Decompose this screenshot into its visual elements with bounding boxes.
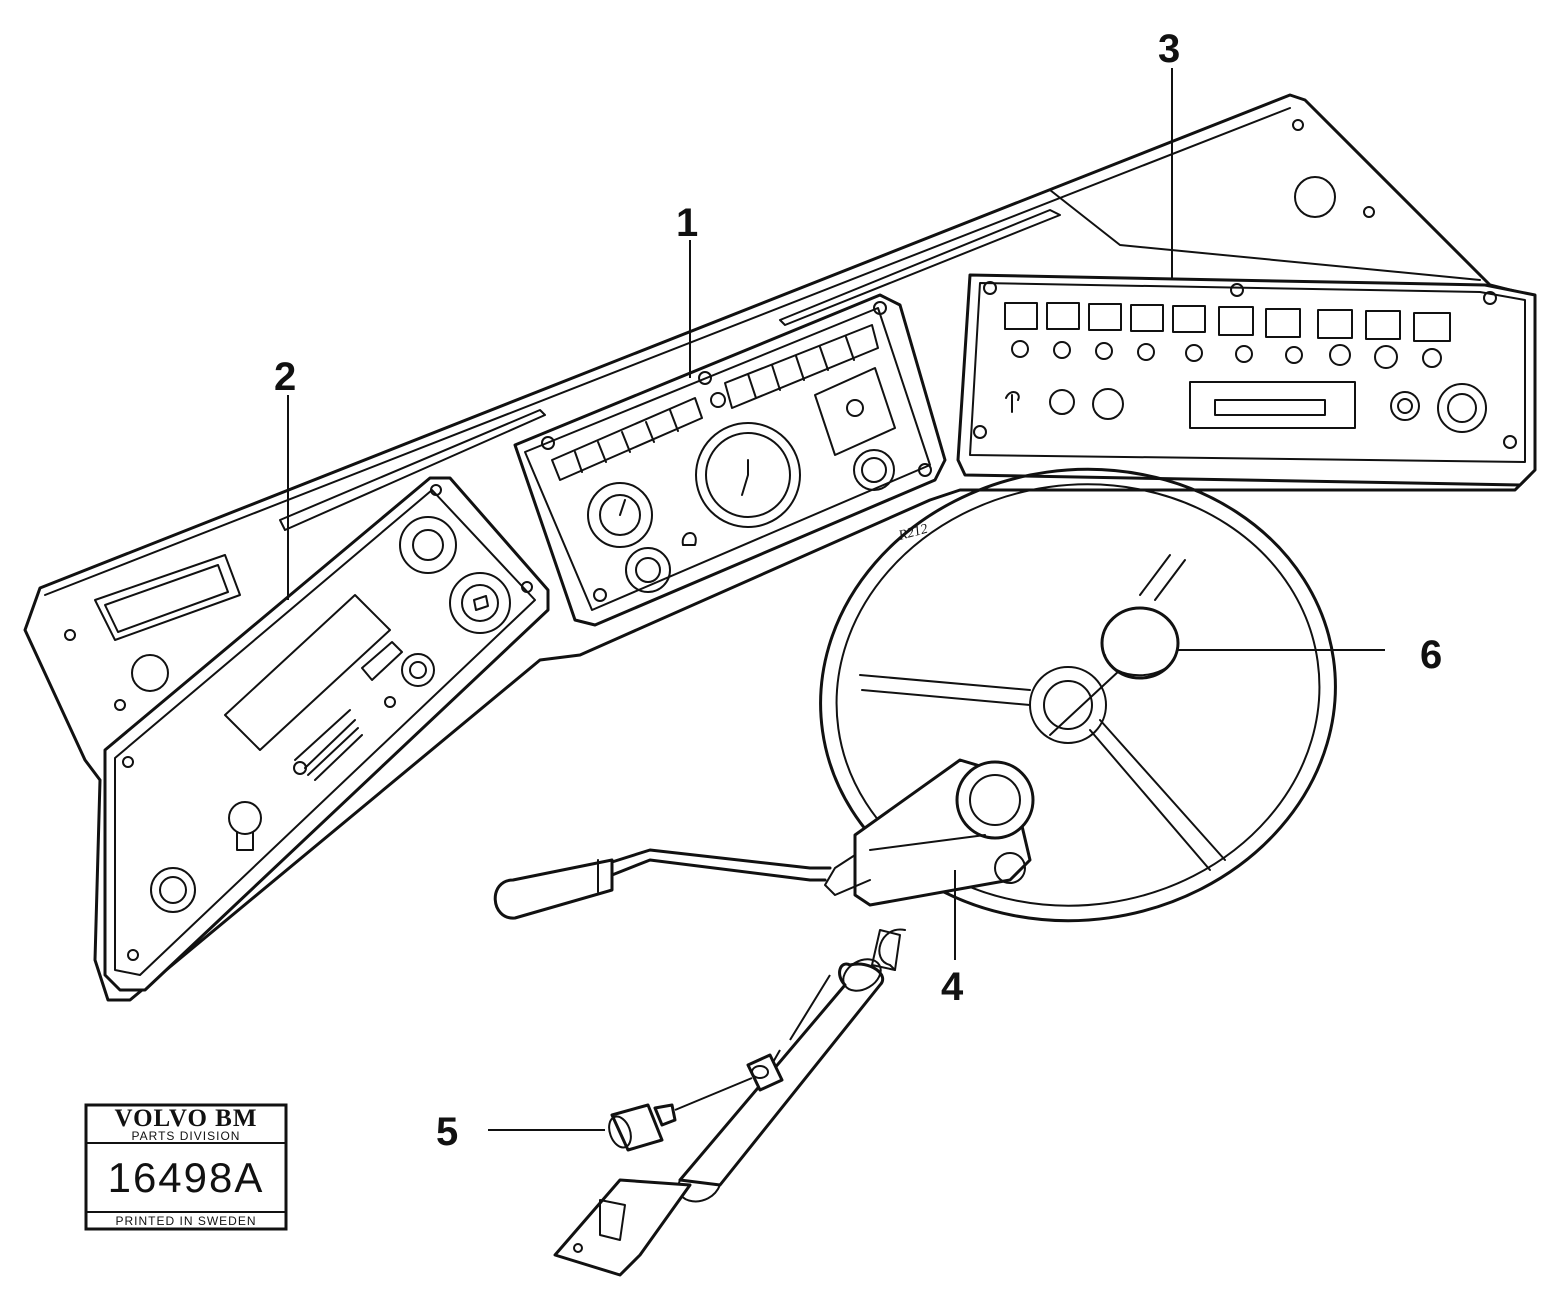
indicator-row: [1011, 340, 1442, 369]
steering-column: [553, 928, 906, 1277]
callout-6: 6: [1420, 633, 1442, 677]
steering-wheel: [819, 467, 1337, 923]
horn-button-6: [1100, 606, 1180, 680]
display-window: [224, 594, 391, 751]
radio-slot: [1189, 381, 1356, 429]
warning-light-strip-left: [551, 397, 703, 481]
engraving-text: R212: [896, 522, 929, 544]
stamp-number: 16498A: [108, 1154, 265, 1201]
callout-1: 1: [676, 201, 698, 245]
switch-panel-3: [956, 273, 1537, 487]
switch-row: [1004, 302, 1451, 342]
leader-lines: [287, 68, 1385, 1131]
callout-3: 3: [1158, 27, 1180, 71]
stamp-brand: VOLVO BM: [115, 1105, 258, 1132]
instrument-cluster-1: [513, 293, 947, 627]
parts-stamp: VOLVO BM PARTS DIVISION 16498A PRINTED I…: [84, 1103, 288, 1231]
callout-labels: 1 2 3 4 5 6: [274, 27, 1442, 1154]
stamp-footer: PRINTED IN SWEDEN: [115, 1214, 256, 1228]
dashboard-carrier: [23, 93, 1532, 1002]
callout-4: 4: [941, 965, 964, 1009]
instrument-panel-2: [103, 476, 550, 992]
callout-5: 5: [436, 1110, 458, 1154]
callout-2: 2: [274, 355, 296, 399]
combination-switch-4: [493, 758, 1035, 920]
connector-5: [608, 1053, 784, 1152]
warning-light-strip-right: [724, 324, 879, 409]
stamp-division: PARTS DIVISION: [132, 1129, 241, 1143]
